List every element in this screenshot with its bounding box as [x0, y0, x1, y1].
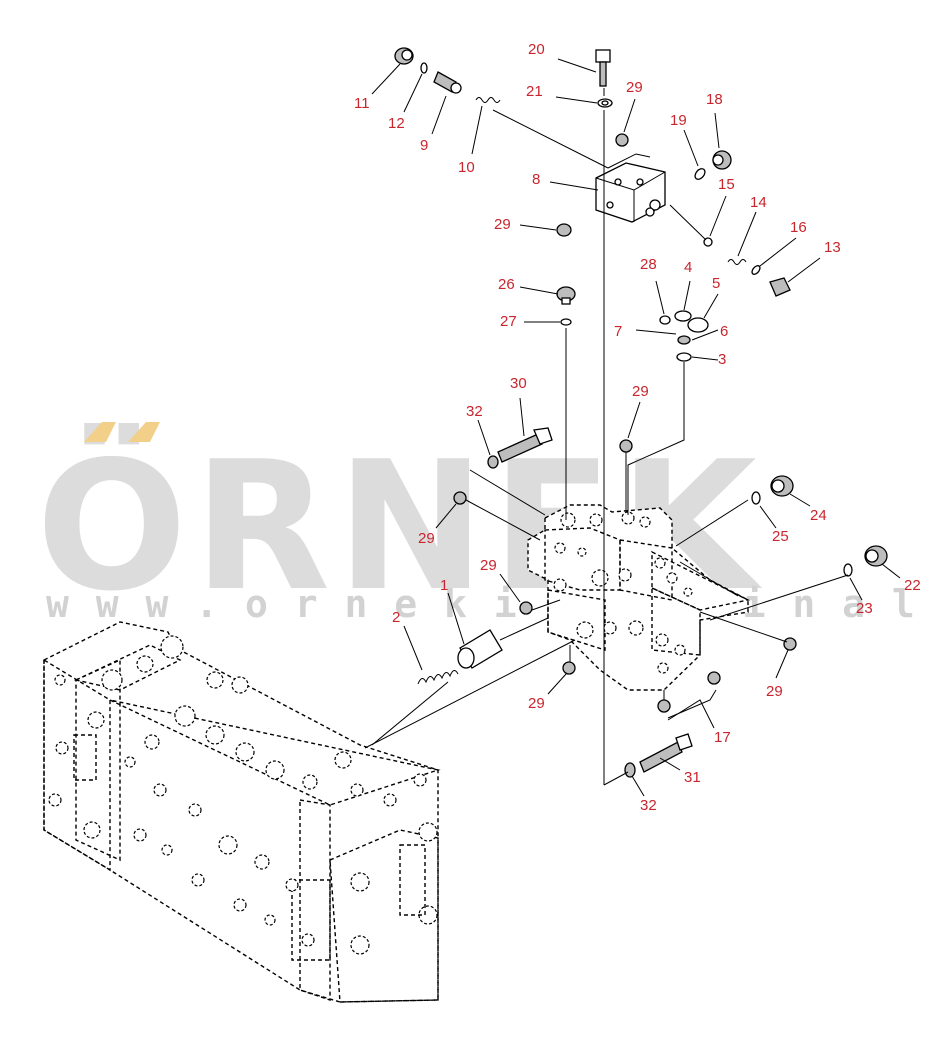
- callout-25: 25: [772, 528, 789, 545]
- callout-29: 29: [766, 683, 783, 700]
- part-14-spring: [727, 259, 747, 265]
- part-28-oring: [659, 315, 671, 325]
- callout-8: 8: [532, 171, 540, 188]
- main-valve-block: [43, 621, 441, 1003]
- callout-24: 24: [810, 507, 827, 524]
- part-29-plug-bottom: [562, 661, 576, 675]
- part-29-plug-top: [615, 133, 629, 147]
- callout-30: 30: [510, 375, 527, 392]
- callout-19: 19: [670, 112, 687, 129]
- callout-28: 28: [640, 256, 657, 273]
- callout-22: 22: [904, 577, 921, 594]
- callout-27: 27: [500, 313, 517, 330]
- callout-18: 18: [706, 91, 723, 108]
- part-29-plug-mid: [556, 223, 572, 237]
- part-10-spring: [475, 97, 501, 103]
- callout-17: 17: [714, 729, 731, 746]
- callout-29: 29: [418, 530, 435, 547]
- part-1-sleeve: [457, 629, 503, 669]
- callout-3: 3: [718, 351, 726, 368]
- callout-21: 21: [526, 83, 543, 100]
- part-29-plug-spool: [519, 601, 533, 615]
- callout-11: 11: [354, 95, 370, 112]
- part-3-oring: [676, 352, 692, 362]
- callout-7: 7: [614, 323, 622, 340]
- callout-10: 10: [458, 159, 475, 176]
- part-29-plug-center: [619, 439, 633, 453]
- callout-23: 23: [856, 600, 873, 617]
- callout-29: 29: [528, 695, 545, 712]
- part-26-plug: [556, 286, 576, 305]
- umlaut-dot-left: [84, 422, 116, 442]
- part-32-washer-bottom: [624, 762, 636, 778]
- callout-6: 6: [720, 323, 728, 340]
- part-16-oring: [751, 265, 761, 275]
- callout-4: 4: [684, 259, 692, 276]
- part-29-plug-left: [453, 491, 467, 505]
- part-32-washer-top: [487, 455, 499, 469]
- part-29-plug-right: [783, 637, 797, 651]
- part-5-oring: [687, 317, 709, 333]
- assembly-lines: [364, 88, 849, 786]
- block-ports: [48, 635, 438, 955]
- small-parts: [394, 47, 888, 778]
- section-valve: [527, 504, 751, 691]
- part-9-poppet: [433, 71, 462, 94]
- watermark: ÖRNEK w w w . o r n e k i s m a k i n a …: [36, 422, 941, 630]
- watermark-url: w w w . o r n e k i s m a k i n a l a r …: [46, 582, 941, 626]
- part-19-oring: [694, 168, 706, 180]
- part-22-plug: [864, 545, 888, 567]
- part-24-plug: [770, 475, 794, 497]
- part-30-bolt: [497, 427, 553, 463]
- callout-5: 5: [712, 275, 720, 292]
- part-20-bolt: [595, 49, 611, 87]
- part-12-oring: [420, 62, 428, 74]
- part-17-plug-b: [657, 699, 671, 713]
- callout-13: 13: [824, 239, 841, 256]
- callout-32: 32: [640, 797, 657, 814]
- part-11-plug: [394, 47, 414, 65]
- part-2-spring: [417, 670, 459, 685]
- callout-29: 29: [494, 216, 511, 233]
- callout-29: 29: [480, 557, 497, 574]
- callout-20: 20: [528, 41, 545, 58]
- callout-32: 32: [466, 403, 483, 420]
- callout-2: 2: [392, 609, 400, 626]
- callout-14: 14: [750, 194, 767, 211]
- part-13-plug: [769, 277, 791, 297]
- callout-29: 29: [632, 383, 649, 400]
- leader-lines: [371, 58, 901, 797]
- part-18-plug: [712, 150, 732, 170]
- callout-labels: 20 21 29 11 12 9 10 18 19 8 15 14 16 13 …: [354, 41, 921, 814]
- callout-9: 9: [420, 137, 428, 154]
- umlaut-dot-right: [128, 422, 160, 442]
- part-27-oring: [560, 318, 572, 326]
- part-23-oring: [843, 563, 853, 577]
- part-31-bolt: [639, 733, 693, 773]
- part-17-plug-a: [707, 671, 721, 685]
- callout-26: 26: [498, 276, 515, 293]
- callout-29: 29: [626, 79, 643, 96]
- part-6-oring: [677, 335, 691, 345]
- callout-1: 1: [440, 577, 448, 594]
- part-8-block: [595, 153, 666, 223]
- callout-16: 16: [790, 219, 807, 236]
- part-25-oring: [751, 491, 761, 505]
- callout-31: 31: [684, 769, 701, 786]
- callout-15: 15: [718, 176, 735, 193]
- part-4-oring: [674, 310, 692, 322]
- callout-12: 12: [388, 115, 405, 132]
